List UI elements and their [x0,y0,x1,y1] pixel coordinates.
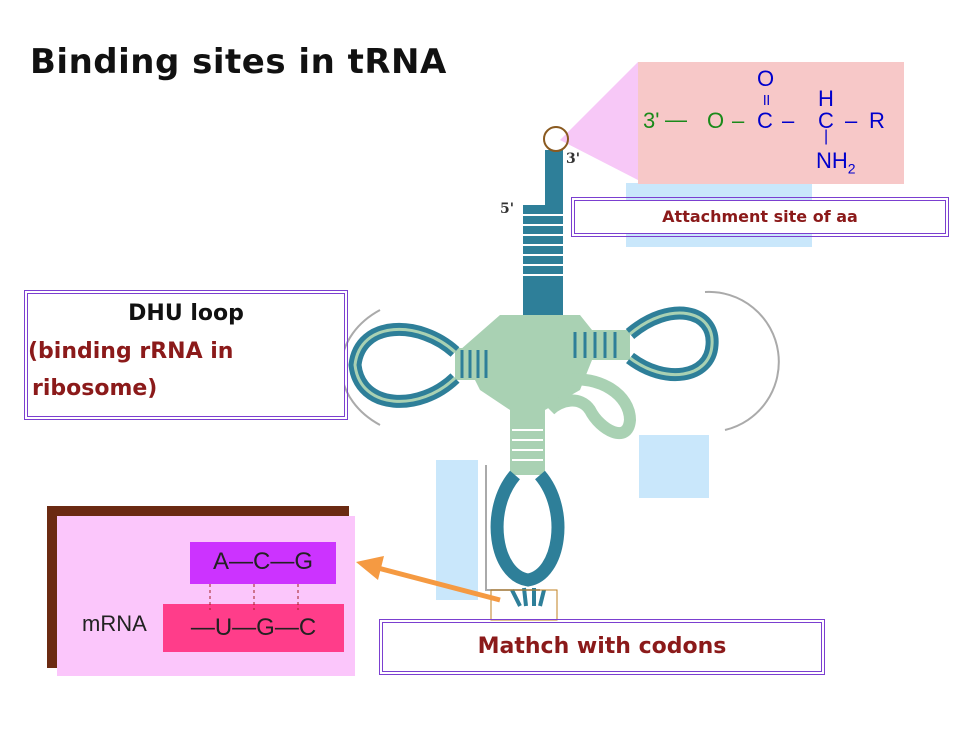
anticodon-strip [190,542,336,584]
chem-dash: — [665,107,687,132]
chem-bond-3: – [845,108,858,133]
dhu-loop-desc-2: ribosome) [32,376,158,401]
chem-nh2: NH2 [816,148,856,177]
chem-h: H [818,86,834,111]
end-5-label: 5' [500,201,514,217]
dhu-arm [348,322,505,408]
chem-double-bond: ॥ [761,92,771,109]
anticodon-sequence: A—C—G [212,548,313,575]
attachment-circle [543,126,569,152]
chem-carbon-2: C [818,108,834,133]
dhu-loop-box: DHU loop (binding rRNA in ribosome) [24,290,348,420]
codon-sequence: —U—G—C [190,614,317,641]
chem-bond-2: – [782,108,795,133]
attachment-site-label: Attachment site of aa [571,197,949,237]
page-title: Binding sites in tRNA [30,42,447,82]
chem-r: R [869,108,885,133]
chem-bond-4: | [824,128,829,145]
match-arrow [377,565,501,603]
chem-o-ester: O [707,108,725,133]
end-3-label: 3' [566,151,580,167]
chem-3prime: 3' [643,108,660,133]
t-arc [704,290,780,431]
highlight-right [639,435,709,498]
variable-loop [545,373,637,439]
match-arrowhead [356,556,384,580]
codon-match-label: Mathch with codons [379,619,825,675]
dhu-loop-desc-1: (binding rRNA in [28,339,234,364]
highlight-left [436,460,478,600]
codon-strip [163,604,344,652]
acceptor-stem [523,150,563,315]
mrna-label: mRNA [82,611,147,636]
chem-panel [638,62,904,184]
anticodon-arm [490,420,565,621]
chem-callout [560,62,638,180]
dhu-loop-title: DHU loop [128,301,244,326]
chem-carbon-1: C [757,108,773,133]
t-arm [565,306,719,382]
chem-bond-1: – [732,108,745,133]
chem-o-carbonyl: O [757,66,775,91]
